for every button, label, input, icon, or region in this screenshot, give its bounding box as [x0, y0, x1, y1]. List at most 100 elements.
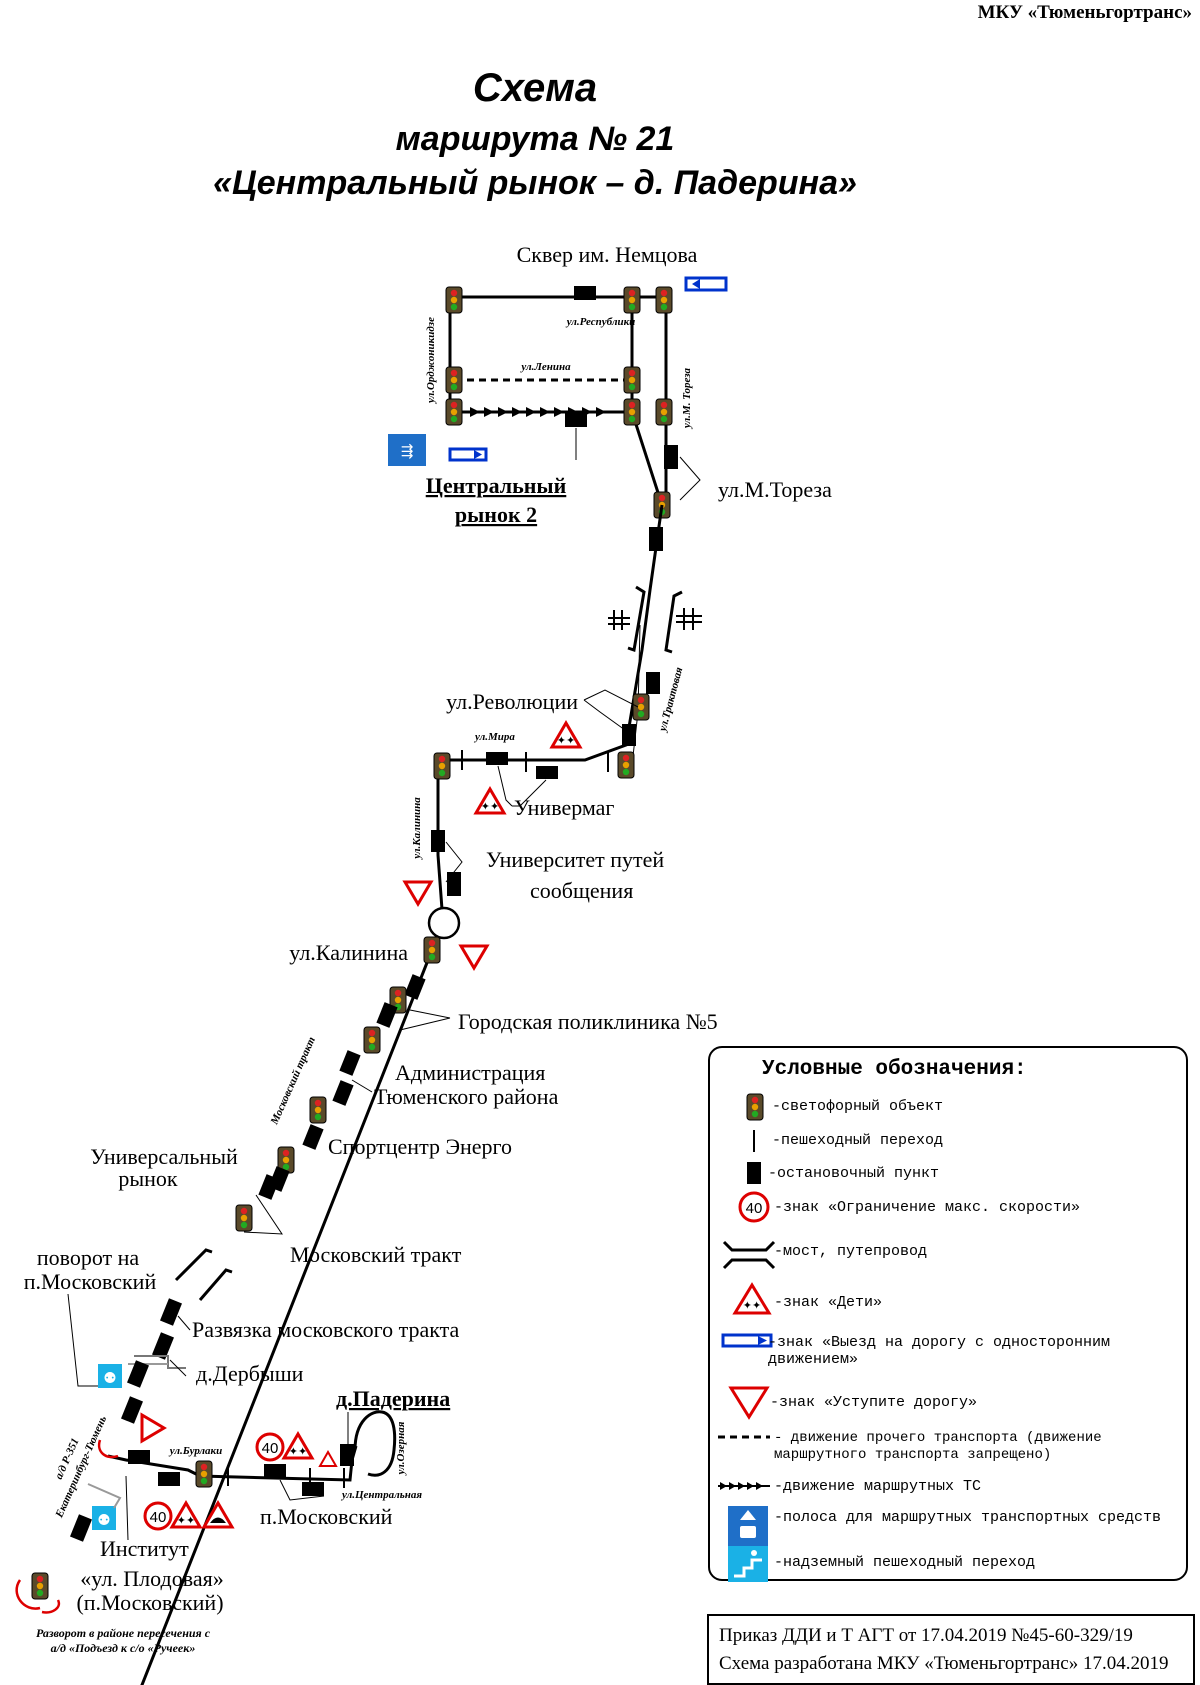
stop-label-central-market-1: Центральный	[426, 473, 567, 498]
traffic-light-icon	[623, 398, 641, 426]
legend-item: -пешеходный переход	[710, 1128, 1186, 1154]
bus-stop-icon	[565, 413, 587, 427]
warning-sign-icon	[318, 1449, 338, 1467]
turnaround-arrow-icon	[15, 1579, 41, 1610]
street-label-ordzhonikidze: ул.Орджоникидзе	[425, 317, 437, 405]
arrow-line-icon	[718, 1482, 770, 1490]
legend-item: -остановочный пункт	[710, 1160, 1186, 1186]
stop-label-admin-2: Тюменского района	[374, 1084, 559, 1109]
svg-text:40: 40	[150, 1509, 167, 1526]
bus-lane-icon: ⇶	[388, 434, 426, 466]
svg-text:⚉: ⚉	[97, 1511, 110, 1529]
turnaround-footnote: Разворот в районе пересечения с а/д «Под…	[35, 1626, 211, 1655]
bus-stop-icon	[264, 1464, 286, 1478]
legend-item: -знак «Выезд на дорогу с односторонним д…	[710, 1332, 1186, 1376]
bus-stop-icon	[622, 724, 636, 746]
children-sign-icon	[474, 787, 506, 815]
street-label-lenina: ул.Ленина	[519, 361, 571, 373]
traffic-light-icon	[746, 1093, 764, 1121]
stop-label-torez: ул.М.Тореза	[718, 477, 832, 502]
bus-stop-icon	[302, 1482, 324, 1496]
overpass-icon: ⚉	[98, 1364, 122, 1388]
yield-sign-icon	[403, 880, 433, 906]
bridge-icon	[722, 1240, 776, 1270]
stop-label-sport: Спортцентр Энерго	[328, 1134, 512, 1159]
stop-label-plodovaya-2: (п.Московский)	[76, 1590, 223, 1615]
bus-stop-icon	[646, 672, 660, 694]
speed-limit-icon: 40	[143, 1501, 173, 1531]
svg-text:40: 40	[262, 1440, 279, 1457]
speed-limit-icon: 40	[738, 1191, 770, 1223]
stop-label-university-2: сообщения	[530, 878, 633, 903]
legend-item: -светофорный объект	[710, 1092, 1186, 1122]
traffic-light-icon	[623, 366, 641, 394]
children-sign-icon	[170, 1501, 202, 1529]
bus-stop-icon	[121, 1396, 143, 1424]
crosswalk-icon	[753, 1130, 755, 1152]
stop-label-moskovsky: п.Московский	[260, 1504, 393, 1529]
bus-stop-icon	[332, 1080, 354, 1106]
turnaround-loop	[353, 1410, 397, 1477]
yield-sign-icon	[728, 1386, 770, 1420]
traffic-light-icon	[363, 1026, 381, 1054]
street-label-centralnaya: ул.Центральная	[340, 1489, 422, 1501]
traffic-light-icon	[445, 398, 463, 426]
one-way-exit-icon	[721, 1333, 773, 1348]
legend-item: -движение маршрутных ТС	[710, 1478, 1186, 1498]
legend-panel: Условные обозначения: -светофорный объек…	[708, 1046, 1188, 1582]
legend-title: Условные обозначения:	[762, 1058, 1027, 1081]
stop-label-plodovaya-1: «ул. Плодовая»	[80, 1566, 223, 1591]
street-label-burlaki: ул.Бурлаки	[168, 1445, 223, 1457]
bus-stop-icon	[128, 1450, 150, 1464]
street-label-traktovaya: ул.Трактовая	[656, 666, 685, 735]
legend-item: -полоса для маршрутных транспортных сред…	[710, 1504, 1186, 1548]
children-sign-icon	[550, 721, 582, 749]
legend-item: ✦✦ -знак «Дети»	[710, 1282, 1186, 1316]
bump-sign-icon	[201, 1500, 235, 1529]
yield-sign-icon	[459, 944, 489, 970]
stop-label-central-market-2: рынок 2	[455, 502, 537, 527]
one-way-exit-icon	[448, 447, 488, 462]
title-line-1: Схема	[472, 66, 598, 110]
order-info-box: Приказ ДДИ и Т АГТ от 17.04.2019 №45-60-…	[707, 1614, 1195, 1685]
bus-stop-icon	[339, 1050, 361, 1076]
title-line-3: «Центральный рынок – д. Падерина»	[213, 164, 857, 202]
stop-label-derbyshi: д.Дербыши	[196, 1361, 304, 1386]
stop-label-skver: Сквер им. Немцова	[517, 242, 698, 267]
organization-name: МКУ «Тюменьгортранс»	[977, 2, 1192, 23]
bus-stop-icon	[664, 445, 678, 469]
traffic-light-icon	[445, 366, 463, 394]
stop-label-university-1: Университет путей	[486, 847, 664, 872]
bus-stop-icon	[404, 974, 426, 1000]
developer-line: Схема разработана МКУ «Тюменьгортранс» 1…	[719, 1653, 1169, 1674]
legend-item: 40 -знак «Ограничение макс. скорости»	[710, 1190, 1186, 1224]
street-label-respubliki: ул.Республики	[565, 316, 636, 328]
title-line-2: маршрута № 21	[395, 120, 675, 158]
bus-stop-icon	[340, 1444, 354, 1466]
order-line: Приказ ДДИ и Т АГТ от 17.04.2019 №45-60-…	[719, 1625, 1133, 1646]
bus-stop-icon	[431, 830, 445, 852]
bus-stop-icon	[268, 1166, 290, 1192]
stop-label-polyclinic: Городская поликлиника №5	[458, 1009, 718, 1034]
bus-stop-icon	[160, 1298, 182, 1326]
stop-label-market-1: Универсальный	[90, 1144, 238, 1169]
bus-stop-icon	[302, 1124, 324, 1150]
street-label-ozernaya: ул.Озерная	[395, 1421, 407, 1476]
bridge-icon	[174, 1248, 233, 1301]
traffic-light-icon	[31, 1572, 49, 1600]
traffic-light-icon	[632, 693, 650, 721]
stop-label-market-2: рынок	[118, 1166, 178, 1191]
traffic-light-icon	[423, 936, 441, 964]
traffic-light-icon	[445, 286, 463, 314]
bus-stop-icon	[70, 1514, 92, 1542]
svg-text:⇶: ⇶	[401, 442, 414, 460]
overpass-icon: ⚉	[92, 1506, 116, 1530]
bus-stop-icon	[747, 1162, 761, 1184]
legend-item: - движение прочего транспорта (движение …	[710, 1430, 1186, 1470]
legend-item: -мост, путепровод	[710, 1238, 1186, 1272]
traffic-light-icon	[195, 1460, 213, 1488]
traffic-light-icon	[655, 398, 673, 426]
traffic-light-icon	[623, 286, 641, 314]
speed-limit-icon: 40	[255, 1432, 285, 1462]
svg-text:40: 40	[746, 1200, 763, 1217]
